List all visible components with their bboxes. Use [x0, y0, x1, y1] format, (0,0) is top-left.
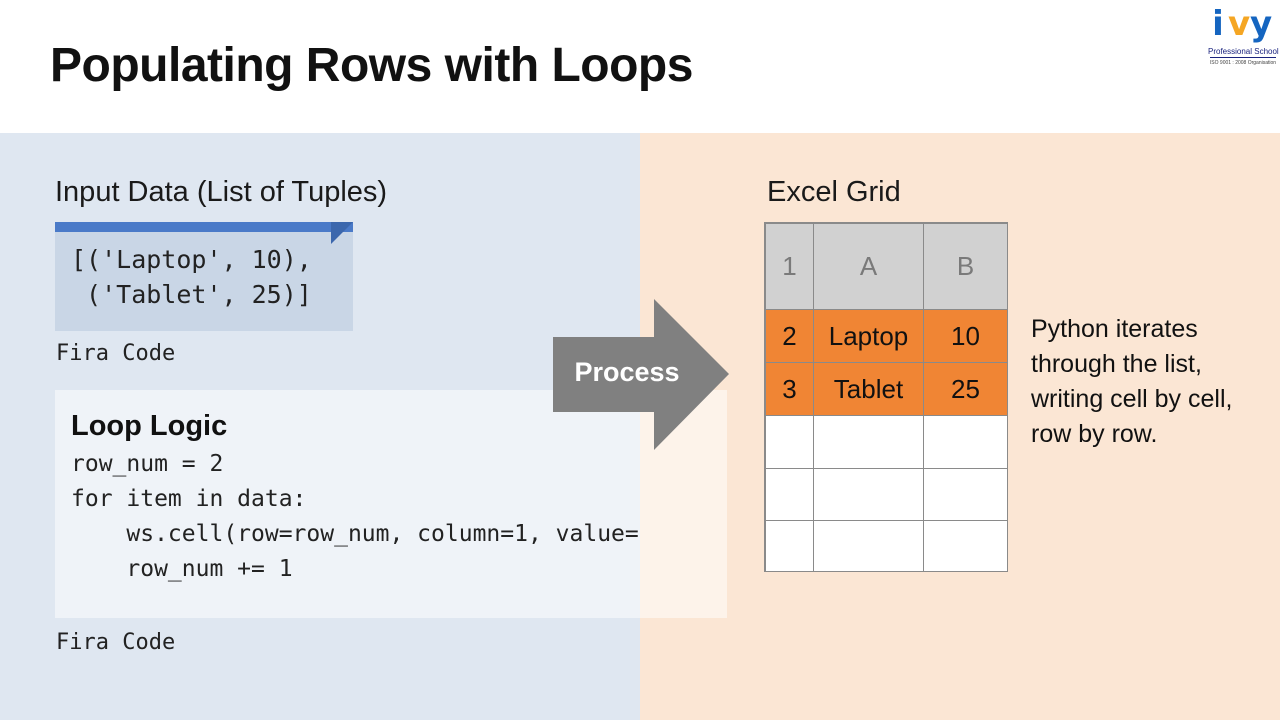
slide-title: Populating Rows with Loops: [50, 39, 693, 92]
grid-empty-cell: [813, 468, 924, 521]
logo-divider: [1210, 57, 1276, 58]
excel-grid: 1 A B 2 Laptop 10 3 Tablet 25: [764, 222, 1008, 572]
loop-logic-box: [55, 390, 727, 618]
logic-code-line: row_num += 1: [71, 556, 293, 582]
grid-cell: Tablet: [813, 362, 924, 416]
input-code-line: ('Tablet', 25)]: [71, 280, 312, 309]
data-box-fold: [331, 222, 353, 244]
process-arrow-icon: [553, 299, 729, 450]
grid-empty-cell: [813, 415, 924, 469]
grid-empty-cell: [923, 520, 1008, 572]
logo-wordmark: i v y: [1208, 6, 1278, 42]
grid-cell: Laptop: [813, 309, 924, 363]
input-data-heading: Input Data (List of Tuples): [55, 176, 388, 208]
loop-logic-heading: Loop Logic: [71, 410, 228, 442]
grid-empty-cell: [813, 520, 924, 572]
logic-code-line: row_num = 2: [71, 451, 224, 477]
input-font-caption: Fira Code: [56, 341, 176, 366]
logic-code-line: for item in data:: [71, 486, 307, 512]
logo-subtitle: Professional School: [1208, 47, 1279, 56]
grid-empty-cell: [765, 520, 814, 572]
grid-cell: 10: [923, 309, 1008, 363]
logic-code-line: ws.cell(row=row_num, column=1, value=: [71, 521, 639, 547]
grid-header-cell: A: [813, 223, 924, 310]
input-data-box: [55, 222, 353, 331]
ivy-logo: i v y Professional School ISO 9001 : 200…: [1208, 6, 1279, 70]
grid-empty-cell: [923, 415, 1008, 469]
slide-header: [0, 0, 1280, 133]
logo-letter-v: v: [1228, 4, 1251, 44]
input-code-line: [('Laptop', 10),: [71, 245, 312, 274]
grid-empty-cell: [765, 468, 814, 521]
grid-row-number: 2: [765, 309, 814, 363]
logo-letter-y: y: [1250, 4, 1273, 44]
grid-cell: 25: [923, 362, 1008, 416]
logo-iso-text: ISO 9001 : 2008 Organisation: [1209, 60, 1277, 66]
grid-header-cell: B: [923, 223, 1008, 310]
grid-explanation-text: Python iterates through the list, writin…: [1031, 315, 1233, 448]
logo-letter-i: i: [1212, 4, 1224, 44]
grid-empty-cell: [765, 415, 814, 469]
process-arrow-label: Process: [574, 357, 680, 387]
grid-header-cell: 1: [765, 223, 814, 310]
grid-empty-cell: [923, 468, 1008, 521]
excel-grid-heading: Excel Grid: [767, 176, 901, 208]
logic-font-caption: Fira Code: [56, 630, 176, 655]
grid-row-number: 3: [765, 362, 814, 416]
